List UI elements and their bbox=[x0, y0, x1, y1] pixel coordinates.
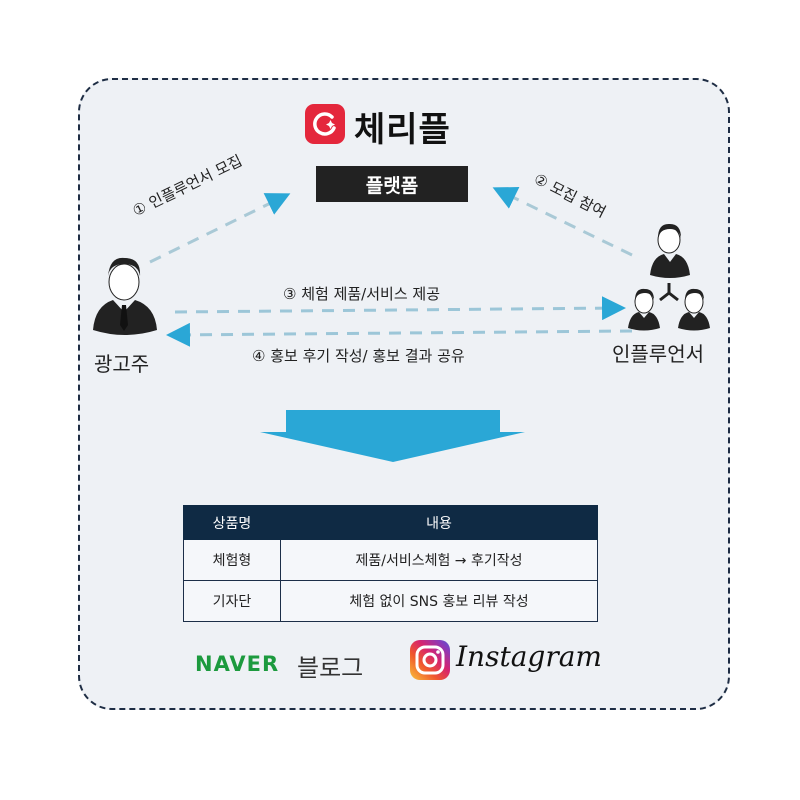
header-product-name: 상품명 bbox=[183, 505, 281, 540]
naver-logo: NAVER bbox=[195, 652, 280, 676]
cell-product: 기자단 bbox=[183, 580, 281, 622]
flow-label-provide: ③ 체험 제품/서비스 제공 bbox=[283, 285, 441, 303]
instagram-wordmark: Instagram bbox=[456, 640, 602, 673]
table-row: 체험형 제품/서비스체험 → 후기작성 bbox=[183, 539, 598, 581]
cherryple-logo-icon bbox=[305, 104, 345, 144]
table-header-row: 상품명 내용 bbox=[183, 505, 598, 540]
naver-blog-label: 블로그 bbox=[297, 654, 364, 682]
cell-product: 체험형 bbox=[183, 539, 281, 581]
influencer-group-icon bbox=[628, 223, 710, 331]
header-content: 내용 bbox=[280, 505, 598, 540]
instagram-icon bbox=[410, 640, 450, 680]
down-arrow bbox=[260, 410, 525, 462]
advertiser-icon bbox=[93, 257, 157, 335]
influencer-label: 인플루언서 bbox=[612, 342, 704, 366]
arrow-recruit bbox=[149, 193, 291, 264]
arrow-provide bbox=[174, 296, 626, 321]
arrow-share bbox=[166, 322, 633, 347]
cell-content: 체험 없이 SNS 홍보 리뷰 작성 bbox=[280, 580, 598, 622]
cell-content: 제품/서비스체험 → 후기작성 bbox=[280, 539, 598, 581]
platform-box: 플랫폼 bbox=[316, 166, 468, 202]
brand-name: 체리플 bbox=[354, 110, 451, 150]
flow-label-share: ④ 홍보 후기 작성/ 홍보 결과 공유 bbox=[252, 347, 465, 365]
advertiser-label: 광고주 bbox=[94, 352, 150, 376]
product-table: 상품명 내용 체험형 제품/서비스체험 → 후기작성 기자단 체험 없이 SNS… bbox=[183, 505, 598, 622]
arrow-join bbox=[492, 187, 633, 257]
table-row: 기자단 체험 없이 SNS 홍보 리뷰 작성 bbox=[183, 580, 598, 622]
